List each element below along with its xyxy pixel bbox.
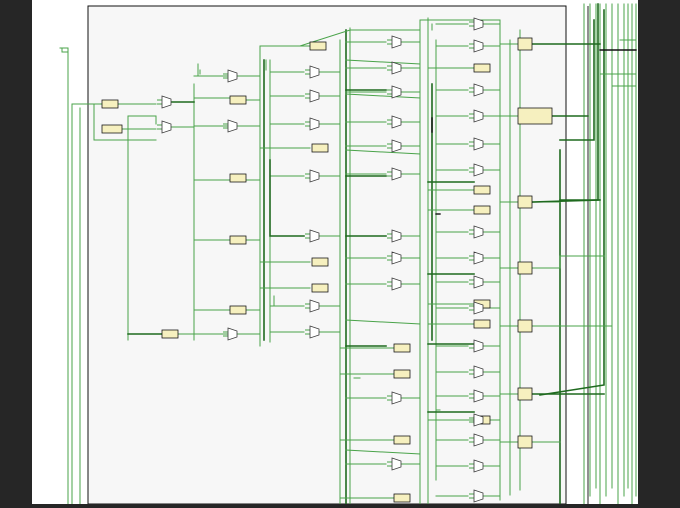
register-symbol — [473, 205, 491, 215]
mux-symbol — [309, 325, 320, 339]
mux-symbol — [473, 489, 484, 503]
register-symbol — [517, 387, 533, 401]
wire — [127, 115, 157, 125]
mux-symbol — [227, 119, 238, 133]
register-symbol — [101, 99, 119, 109]
mux-symbol — [473, 389, 484, 403]
mux-symbol — [473, 365, 484, 379]
register-symbol — [393, 343, 411, 353]
mux-symbol — [473, 137, 484, 151]
register-symbol — [517, 195, 533, 209]
register-symbol — [101, 124, 123, 134]
mux-symbol — [473, 339, 484, 353]
register-symbol — [229, 173, 247, 183]
mux-symbol — [161, 95, 172, 109]
register-symbol — [517, 435, 533, 449]
mux-symbol — [473, 163, 484, 177]
register-symbol — [311, 143, 329, 153]
wire — [93, 103, 157, 141]
mux-symbol — [473, 17, 484, 31]
wire — [531, 255, 605, 269]
register-symbol — [517, 37, 533, 51]
wire — [259, 29, 421, 47]
mux-symbol — [309, 299, 320, 313]
register-symbol — [311, 283, 329, 293]
register-symbol — [517, 319, 533, 333]
mux-symbol — [391, 229, 402, 243]
register-symbol — [309, 41, 327, 51]
mux-symbol — [473, 301, 484, 315]
mux-symbol — [391, 85, 402, 99]
register-symbol — [229, 235, 247, 245]
mux-symbol — [473, 433, 484, 447]
register-symbol — [473, 63, 491, 73]
mux-symbol — [391, 61, 402, 75]
mux-symbol — [473, 109, 484, 123]
wire — [345, 319, 421, 325]
register-symbol — [229, 95, 247, 105]
wire — [539, 9, 605, 396]
mux-symbol — [309, 65, 320, 79]
wire — [559, 19, 595, 141]
mux-symbol — [391, 277, 402, 291]
mux-symbol — [473, 413, 484, 427]
wire — [59, 47, 69, 505]
mux-symbol — [227, 69, 238, 83]
wire — [61, 47, 69, 53]
register-symbol — [473, 319, 491, 329]
register-symbol — [229, 305, 247, 315]
wire-layer — [59, 3, 637, 505]
mux-symbol — [473, 39, 484, 53]
mux-symbol — [309, 117, 320, 131]
design-panel — [87, 5, 567, 505]
mux-symbol — [473, 225, 484, 239]
mux-symbol — [391, 139, 402, 153]
register-symbol — [161, 329, 179, 339]
wire — [197, 63, 223, 77]
register-symbol — [517, 261, 533, 275]
mux-symbol — [161, 120, 172, 134]
wire — [345, 93, 421, 99]
mux-symbol — [227, 327, 238, 341]
register-symbol — [517, 107, 553, 125]
mux-symbol — [391, 167, 402, 181]
register-symbol — [393, 435, 411, 445]
mux-symbol — [309, 89, 320, 103]
wire — [345, 449, 421, 455]
wire — [531, 199, 601, 203]
register-symbol — [393, 369, 411, 379]
mux-symbol — [391, 35, 402, 49]
wire — [345, 59, 421, 65]
mux-symbol — [391, 251, 402, 265]
mux-symbol — [473, 275, 484, 289]
mux-symbol — [473, 83, 484, 97]
mux-symbol — [473, 251, 484, 265]
mux-symbol — [473, 459, 484, 473]
wire — [419, 19, 501, 31]
mux-symbol — [391, 457, 402, 471]
mux-symbol — [391, 115, 402, 129]
mux-symbol — [309, 169, 320, 183]
mux-layer — [161, 17, 484, 503]
mux-symbol — [391, 391, 402, 405]
register-symbol — [393, 493, 411, 503]
wire — [345, 149, 421, 155]
wire — [269, 159, 305, 237]
mux-symbol — [309, 229, 320, 243]
register-symbol — [473, 185, 491, 195]
register-symbol — [311, 257, 329, 267]
